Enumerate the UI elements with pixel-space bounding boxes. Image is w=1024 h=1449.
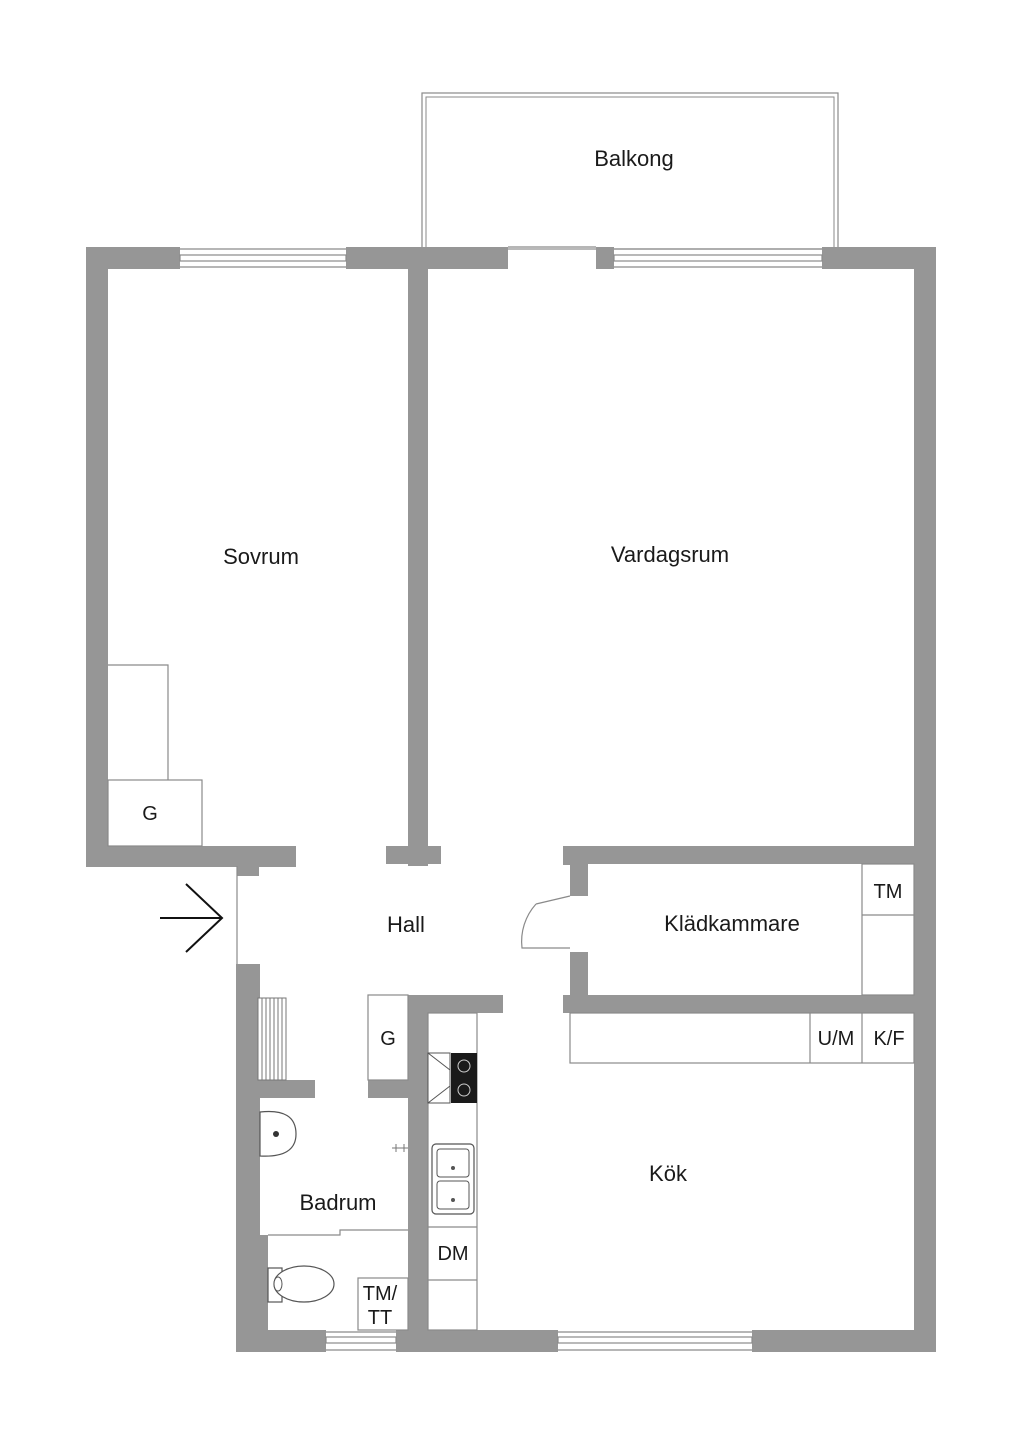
room-label-hall: Hall [387,912,425,937]
walk-in-closet-shelves [861,863,915,996]
kitchen-counters [427,1012,915,1331]
balcony [421,92,839,250]
fixture-label-um: U/M [818,1028,855,1050]
room-label-balkong: Balkong [594,146,674,171]
fixture-label-tm-tt-line2: TT [368,1307,392,1329]
sink-icon [259,1110,297,1157]
fixture-label-g-sovrum: G [142,803,158,825]
stove-icon [427,1052,477,1104]
walls [86,247,936,1352]
toilet-icon [267,1265,335,1303]
room-label-sovrum: Sovrum [223,544,299,569]
fixture-label-tm: TM [874,881,903,903]
fixture-label-g-hall: G [380,1028,396,1050]
door-swing-icon [521,895,571,949]
windows [179,248,823,1351]
room-label-vardagsrum: Vardagsrum [611,542,729,567]
room-label-kok: Kök [649,1161,688,1186]
fixture-label-dm: DM [437,1243,468,1265]
bedroom-wardrobe [107,664,203,847]
radiator-icon [257,997,287,1081]
towel-hook [392,1144,408,1152]
entrance-arrow-icon [160,883,224,953]
double-sink-icon [431,1143,475,1215]
bathroom-fixtures [267,1229,409,1331]
fixture-label-kf: K/F [873,1028,904,1050]
room-label-badrum: Badrum [299,1190,376,1215]
hall-wardrobe [367,994,409,1081]
room-label-kladkammare: Klädkammare [664,911,800,936]
fixture-label-tm-tt-line1: TM/ [363,1283,398,1305]
